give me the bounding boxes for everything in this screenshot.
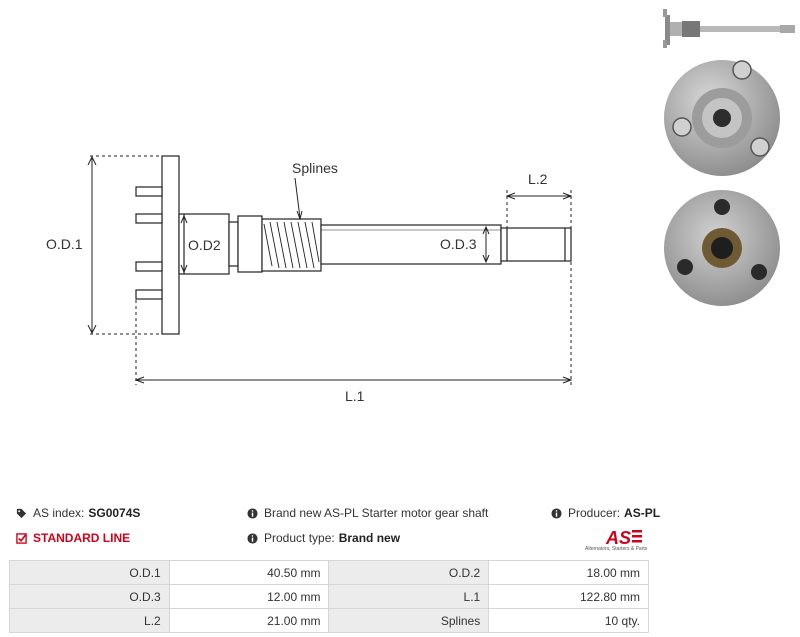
spec-value: 21.00 mm [168,608,330,633]
table-row: L.2 21.00 mm Splines 10 qty. [9,608,649,633]
logo-tagline: Alternators, Starters & Parts [585,546,648,552]
product-type-value: Brand new [338,531,401,545]
splines-leader [294,177,301,219]
spec-label: Splines [328,608,490,633]
info-icon [247,532,258,544]
as-index-label: AS index: [33,506,85,520]
specs-table: O.D.1 40.50 mm O.D.2 18.00 mm O.D.3 12.0… [9,560,649,633]
pin [135,186,163,197]
spec-label: O.D.3 [9,584,170,609]
collar [237,215,263,273]
splines-label: Splines [292,160,338,176]
spec-label: O.D.1 [9,560,170,585]
as-pl-logo: AS [605,528,642,548]
spec-label: L.1 [328,584,490,609]
technical-drawing: Splines O.D.1 O.D2 O.D.3 L.1 L.2 [46,155,573,404]
info-icon [551,507,562,519]
svg-text:AS: AS [605,528,631,548]
tag-icon [16,508,27,518]
spec-value: 10 qty. [488,608,649,633]
spec-value: 40.50 mm [168,560,330,585]
pin [135,261,163,272]
neck [228,221,239,267]
table-row: O.D.3 12.00 mm L.1 122.80 mm [9,584,649,609]
od1-label: O.D.1 [46,236,83,252]
hub [178,213,230,275]
producer: Producer: AS-PL [551,506,660,520]
producer-value: AS-PL [624,506,661,520]
spec-label: O.D.2 [328,560,490,585]
spec-label: L.2 [9,608,170,633]
shaft [320,224,502,265]
l2-label: L.2 [528,171,548,187]
flange [161,155,180,335]
description-text: Brand new AS-PL Starter motor gear shaft [264,506,489,520]
product-type-label: Product type: [264,531,335,545]
table-row: O.D.1 40.50 mm O.D.2 18.00 mm [9,560,649,585]
product-photo-back [664,190,780,306]
pin [135,213,163,224]
spec-value: 18.00 mm [488,560,649,585]
info-icon [247,507,258,519]
description: Brand new AS-PL Starter motor gear shaft [247,506,488,520]
product-type: Product type: Brand new [247,531,400,545]
spec-value: 122.80 mm [488,584,649,609]
as-index: AS index: SG0074S [16,506,140,520]
producer-label: Producer: [568,506,621,520]
od2-label: O.D2 [188,237,221,253]
standard-line: STANDARD LINE [16,531,130,545]
spec-value: 12.00 mm [168,584,330,609]
tip [500,227,572,262]
product-photo-front [664,60,780,176]
l1-label: L.1 [345,388,365,404]
checkbox-checked-icon [16,532,27,544]
od3-label: O.D.3 [440,236,477,252]
as-index-value: SG0074S [88,506,141,520]
product-photo-side [663,9,795,48]
pin [135,289,163,300]
standard-line-label: STANDARD LINE [33,531,131,545]
